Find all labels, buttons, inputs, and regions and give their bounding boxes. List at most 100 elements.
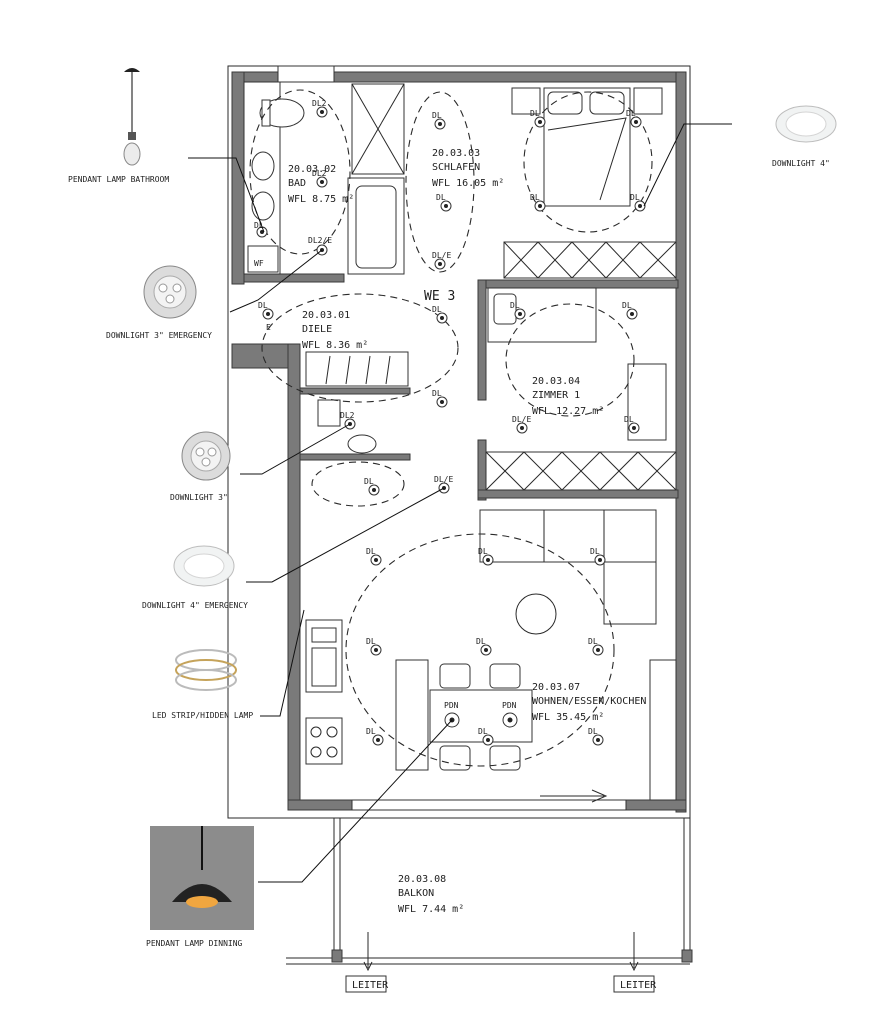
- room-diele-area: WFL 8.36 m²: [302, 340, 368, 351]
- legend-label: DOWNLIGHT 4" EMERGENCY: [142, 601, 248, 610]
- pendant-lamp-dinning-icon: [150, 826, 254, 930]
- downlight-symbol: [534, 200, 546, 212]
- room-balkon-name: BALKON: [398, 888, 434, 899]
- tag-label: DL: [476, 637, 486, 646]
- tag-label: PDN: [502, 701, 517, 710]
- tag-label: DL2: [312, 99, 327, 108]
- room-bad-id: 20.03.02: [288, 164, 336, 175]
- downlight-symbol: [436, 312, 448, 324]
- downlight-symbol: [372, 734, 384, 746]
- room-zimmer-name: ZIMMER 1: [532, 390, 580, 401]
- tag-label: DL: [432, 305, 442, 314]
- tag-label: E: [266, 323, 271, 332]
- tag-label: DL/E: [434, 475, 453, 484]
- tag-label: DL: [432, 389, 442, 398]
- room-bad-area: WFL 8.75 m²: [288, 194, 354, 205]
- balcony: LEITER LEITER: [286, 818, 693, 993]
- room-wohnen-id: 20.03.07: [532, 682, 580, 693]
- downlight-symbol: [370, 554, 382, 566]
- tag-label: DL: [588, 727, 598, 736]
- legend-downlight-4: DOWNLIGHT 4": [772, 105, 837, 168]
- legend-label: PENDANT LAMP BATHROOM: [68, 175, 169, 184]
- downlight-4-emergency-icon: [173, 545, 235, 587]
- downlight-symbol: [628, 422, 640, 434]
- downlight-symbol: [370, 644, 382, 656]
- legend-downlight-4-emergency: DOWNLIGHT 4" EMERGENCY: [142, 545, 248, 610]
- walls: [227, 65, 691, 819]
- legend-downlight-3: DOWNLIGHT 3": [170, 431, 231, 502]
- room-schlafen-area: WFL 16.05 m²: [432, 178, 504, 189]
- downlight-symbol: [434, 118, 446, 130]
- room-schlafen-name: SCHLAFEN: [432, 162, 480, 173]
- legend-label: DOWNLIGHT 3": [170, 493, 228, 502]
- tag-label: DL2: [312, 169, 327, 178]
- downlight-symbol: [482, 734, 494, 746]
- tag-label: DL: [622, 301, 632, 310]
- hall-fixtures: [305, 351, 409, 454]
- leiter-right-label: LEITER: [620, 980, 657, 991]
- downlight-symbol: [534, 116, 546, 128]
- led-strip-icon: [175, 649, 237, 691]
- downlight-symbol: [256, 226, 268, 238]
- room-schlafen-id: 20.03.03: [432, 148, 480, 159]
- leiter-left-label: LEITER: [352, 980, 389, 991]
- downlight-symbol: [436, 396, 448, 408]
- tag-label: DL: [478, 727, 488, 736]
- downlight-3-emergency-icon: [143, 265, 197, 319]
- bedroom-fixtures: [503, 87, 677, 279]
- room-diele-id: 20.03.01: [302, 310, 350, 321]
- downlight-symbol: [316, 106, 328, 118]
- legend-label: LED STRIP/HIDDEN LAMP: [152, 711, 253, 720]
- lighting-circuits: [249, 89, 653, 767]
- pendant-lamp-icon: [123, 68, 141, 166]
- downlight-symbol: [592, 644, 604, 656]
- downlight-4-icon: [775, 105, 837, 143]
- tag-label: DL: [630, 193, 640, 202]
- downlight-symbol: [514, 308, 526, 320]
- downlight-3-icon: [181, 431, 231, 481]
- downlight-symbol: [440, 200, 452, 212]
- room-wohnen-area: WFL 35.45 m²: [532, 712, 604, 723]
- downlight-symbol: [594, 554, 606, 566]
- legend-label: PENDANT LAMP DINNING: [146, 939, 243, 948]
- tag-label: DL: [530, 193, 540, 202]
- downlight-symbol: [634, 200, 646, 212]
- tag-label: DL2: [340, 411, 355, 420]
- unit-label: WE 3: [424, 289, 455, 304]
- tag-label: DL/E: [512, 415, 531, 424]
- tag-label: DL: [366, 547, 376, 556]
- tag-label: DL: [626, 109, 636, 118]
- downlight-symbol: [368, 484, 380, 496]
- room-zimmer-area: WFL 12.27 m²: [532, 406, 604, 417]
- tag-label: DL: [590, 547, 600, 556]
- room-balkon-id: 20.03.08: [398, 874, 446, 885]
- legend-led-strip: LED STRIP/HIDDEN LAMP: [152, 649, 253, 720]
- room-bad-name: BAD: [288, 178, 306, 189]
- tag-label: DL2/E: [308, 236, 332, 245]
- room-wohnen-name: WOHNEN/ESSEN/KOCHEN: [532, 696, 646, 707]
- room-labels: 20.03.02 BAD WFL 8.75 m² 20.03.03 SCHLAF…: [288, 148, 646, 915]
- downlight-symbol: [592, 734, 604, 746]
- tag-label: WF: [254, 259, 264, 268]
- downlight-symbol: [434, 258, 446, 270]
- tag-label: PDN: [444, 701, 459, 710]
- downlight-symbol: [516, 422, 528, 434]
- living-fixtures: [305, 509, 677, 803]
- tag-label: DL: [254, 221, 264, 230]
- downlight-symbol: [262, 308, 274, 320]
- room-balkon-area: WFL 7.44 m²: [398, 904, 464, 915]
- tag-label: DL: [436, 193, 446, 202]
- legend-label: DOWNLIGHT 4": [772, 159, 830, 168]
- fixture-tags: DL2 DL2 DL2/E DL DL DL/E DL DL DL DL DL …: [254, 99, 640, 736]
- tag-label: DL: [530, 109, 540, 118]
- zimmer-fixtures: [485, 287, 677, 491]
- tag-label: DL: [258, 301, 268, 310]
- tag-label: DL: [510, 301, 520, 310]
- tag-label: DL: [478, 547, 488, 556]
- downlight-symbol: [482, 554, 494, 566]
- tag-label: DL: [364, 477, 374, 486]
- downlight-symbol: [316, 176, 328, 188]
- downlight-symbol: [630, 116, 642, 128]
- tag-label: DL: [624, 415, 634, 424]
